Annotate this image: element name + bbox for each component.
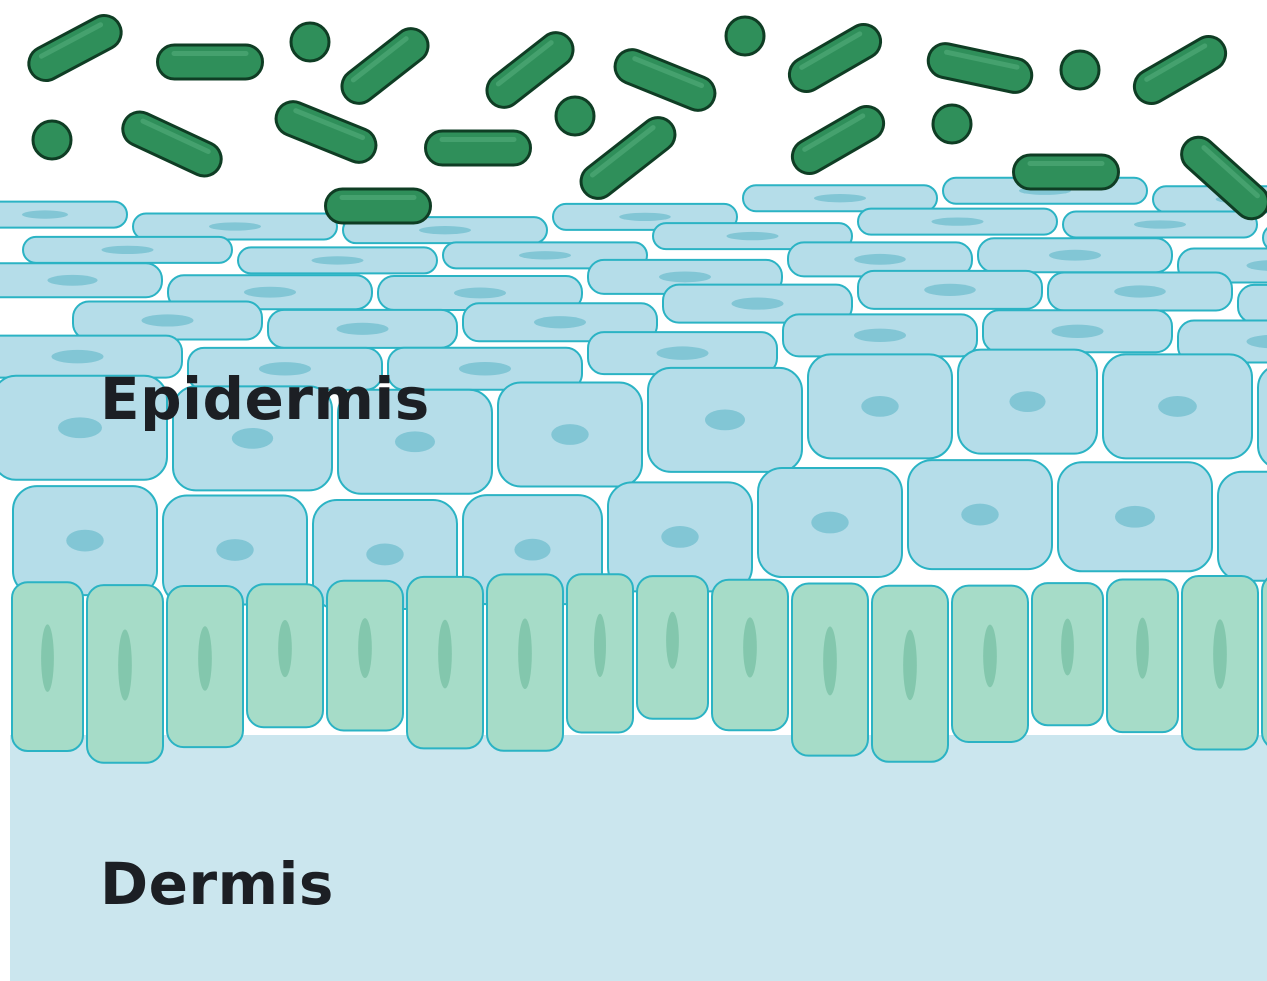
- cell-nucleus: [705, 409, 745, 430]
- cell-nucleus: [1009, 391, 1045, 412]
- cell-nucleus: [854, 254, 906, 265]
- rod-bacterium-icon: [326, 189, 431, 223]
- coccus-bacterium-icon: [1061, 51, 1099, 89]
- cell-nucleus: [102, 246, 154, 254]
- cell-nucleus: [961, 504, 998, 526]
- cell-nucleus: [1158, 396, 1197, 417]
- rod-bacterium-icon: [426, 131, 531, 165]
- cell-nucleus: [932, 217, 984, 225]
- cell-nucleus: [1049, 250, 1101, 261]
- spinous-epidermal-cell: [1258, 365, 1267, 469]
- coccus-bacterium-icon: [291, 23, 329, 61]
- cell-nucleus: [1213, 619, 1227, 688]
- cell-nucleus: [278, 620, 292, 677]
- rod-bacterium-icon: [158, 45, 263, 79]
- cell-nucleus: [924, 284, 976, 296]
- cell-nucleus: [861, 396, 898, 417]
- cell-nucleus: [661, 526, 698, 548]
- cell-nucleus: [1115, 506, 1155, 528]
- cell-nucleus: [118, 630, 132, 701]
- dermis-label: Dermis: [100, 855, 334, 913]
- cell-nucleus: [142, 314, 194, 326]
- bacterium-highlight: [440, 137, 517, 142]
- coccus-bacterium-icon: [33, 121, 71, 159]
- cell-nucleus: [41, 624, 54, 691]
- cell-nucleus: [594, 614, 606, 677]
- cell-nucleus: [209, 222, 261, 230]
- cell-nucleus: [66, 530, 103, 552]
- bacterium-highlight: [1028, 161, 1105, 166]
- cell-nucleus: [823, 627, 837, 696]
- cell-nucleus: [58, 417, 102, 438]
- rod-bacterium-icon: [1014, 155, 1119, 189]
- cell-nucleus: [1134, 220, 1186, 228]
- cell-nucleus: [727, 232, 779, 240]
- cell-nucleus: [312, 256, 364, 264]
- cell-nucleus: [358, 618, 372, 678]
- basal-epidermal-cell: [1262, 574, 1267, 749]
- bacterium-highlight: [172, 51, 249, 56]
- flat-epidermal-cell: [1238, 285, 1267, 323]
- coccus-bacterium-icon: [933, 105, 971, 143]
- cell-nucleus: [551, 424, 588, 445]
- cell-nucleus: [22, 210, 68, 218]
- cell-nucleus: [47, 275, 97, 286]
- cell-nucleus: [514, 539, 550, 561]
- cell-nucleus: [743, 617, 757, 677]
- cell-nucleus: [216, 539, 253, 561]
- cell-nucleus: [198, 626, 212, 690]
- cell-nucleus: [732, 298, 784, 310]
- cell-nucleus: [438, 620, 452, 689]
- cell-nucleus: [395, 431, 435, 452]
- cell-nucleus: [454, 288, 506, 299]
- cell-nucleus: [419, 226, 471, 234]
- cell-nucleus: [814, 194, 866, 202]
- cell-nucleus: [337, 323, 389, 335]
- cell-nucleus: [903, 630, 917, 700]
- cell-nucleus: [52, 350, 104, 363]
- cell-nucleus: [459, 362, 511, 375]
- cell-nucleus: [366, 544, 403, 566]
- cell-nucleus: [854, 329, 906, 342]
- bacterium-highlight: [340, 195, 417, 200]
- cell-nucleus: [534, 316, 586, 328]
- cell-nucleus: [666, 612, 679, 669]
- cell-nucleus: [244, 287, 296, 298]
- cell-nucleus: [1136, 618, 1149, 679]
- cell-nucleus: [659, 271, 711, 282]
- coccus-bacterium-icon: [726, 17, 764, 55]
- coccus-bacterium-icon: [556, 97, 594, 135]
- cell-nucleus: [1114, 285, 1166, 297]
- epidermis-label: Epidermis: [100, 370, 430, 428]
- cell-nucleus: [518, 618, 532, 689]
- cell-nucleus: [811, 512, 848, 534]
- cell-nucleus: [983, 625, 997, 688]
- cell-nucleus: [619, 213, 671, 221]
- cell-nucleus: [657, 346, 709, 359]
- cell-nucleus: [1061, 619, 1074, 676]
- cell-nucleus: [1052, 325, 1104, 338]
- spinous-epidermal-cell: [1218, 472, 1267, 581]
- cell-nucleus: [519, 251, 571, 259]
